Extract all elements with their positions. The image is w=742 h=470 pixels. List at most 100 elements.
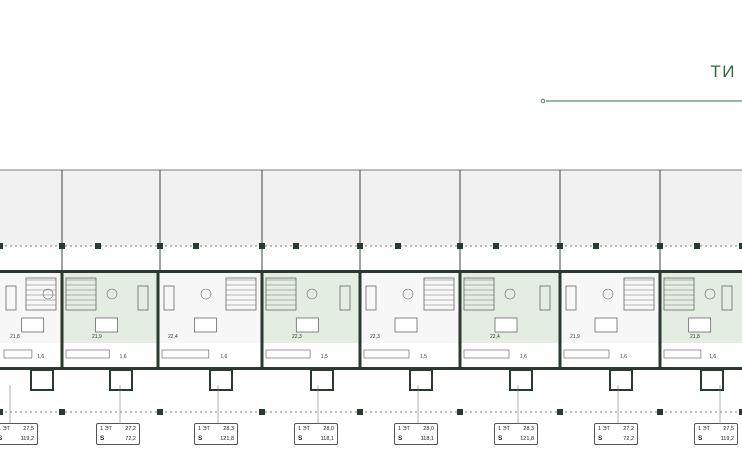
dining-table: [394, 317, 418, 333]
front-post: [0, 409, 3, 415]
stair: [463, 277, 495, 311]
room-area-bath: 1,6: [120, 354, 127, 360]
living-room: [62, 273, 158, 343]
fence-post: [157, 243, 163, 249]
room-area-living: 21,8: [10, 334, 20, 340]
dining-table: [594, 317, 618, 333]
party-wall: [458, 270, 462, 370]
page-title: ТИ: [710, 62, 736, 81]
room-area-living: 21,9: [570, 334, 580, 340]
sofa: [339, 285, 351, 311]
floor-label: 1 ЭТ: [698, 426, 710, 432]
fence-post: [657, 243, 663, 249]
plant: [42, 288, 54, 300]
party-wall: [156, 270, 160, 370]
front-post: [59, 409, 65, 415]
stair: [265, 277, 297, 311]
total-area: 72,2: [623, 436, 634, 442]
party-wall: [60, 270, 64, 370]
kitchen-counter: [463, 349, 510, 359]
stair: [663, 277, 695, 311]
living-room: [560, 273, 660, 343]
plant: [504, 288, 516, 300]
floor-area: 27,5: [723, 426, 734, 432]
vestibule: [409, 369, 433, 391]
accent-dot: [540, 98, 546, 104]
plant: [704, 288, 716, 300]
fence-post: [694, 243, 700, 249]
total-area: 118,1: [420, 436, 434, 442]
vestibule: [509, 369, 533, 391]
floor-label: 1 ЭТ: [0, 426, 10, 432]
plant: [402, 288, 414, 300]
stair: [423, 277, 455, 311]
total-label: S: [498, 435, 503, 442]
fence-post: [193, 243, 199, 249]
front-post: [557, 409, 563, 415]
party-wall: [558, 270, 562, 370]
total-area: 121,8: [520, 436, 534, 442]
kitchen-counter: [265, 349, 311, 359]
kitchen-counter: [563, 349, 610, 359]
floor-area: 27,2: [623, 426, 634, 432]
dining-table: [21, 317, 45, 333]
living-room: [158, 273, 262, 343]
floor-label: 1 ЭТ: [498, 426, 510, 432]
floor-area: 28,3: [523, 426, 534, 432]
stair: [623, 277, 655, 311]
party-wall: [260, 270, 264, 370]
vestibule: [109, 369, 133, 391]
total-area: 72,2: [125, 436, 136, 442]
sofa: [137, 285, 149, 311]
floor-label: 1 ЭТ: [398, 426, 410, 432]
party-wall: [358, 270, 362, 370]
fence-post: [457, 243, 463, 249]
front-post: [157, 409, 163, 415]
total-label: S: [100, 435, 105, 442]
dining-table: [688, 317, 712, 333]
room-area-bath: 1,6: [37, 354, 44, 360]
dining-table: [494, 317, 518, 333]
room-area-bath: 1,6: [709, 354, 716, 360]
plant: [602, 288, 614, 300]
plant: [106, 288, 118, 300]
room-area-bath: 1,6: [520, 354, 527, 360]
unit-area-label: 1 ЭТ 27,5S 119,2: [0, 423, 38, 445]
vestibule: [700, 369, 724, 391]
dining-table: [194, 317, 217, 333]
front-post: [739, 409, 742, 415]
kitchen-counter: [161, 349, 210, 359]
vestibule: [30, 369, 54, 391]
stair: [25, 277, 57, 311]
front-post: [357, 409, 363, 415]
fence-post: [557, 243, 563, 249]
party-wall: [658, 270, 662, 370]
room-area-living: 22,4: [490, 334, 500, 340]
room-area-living: 21,8: [690, 334, 700, 340]
sofa: [721, 285, 733, 311]
fence-post: [293, 243, 299, 249]
plant: [306, 288, 318, 300]
front-post: [657, 409, 663, 415]
kitchen-counter: [663, 349, 702, 359]
stair: [225, 277, 257, 311]
sofa: [163, 285, 175, 311]
living-room: [0, 273, 62, 343]
fence-post: [593, 243, 599, 249]
front-post: [259, 409, 265, 415]
total-area: 119,2: [20, 436, 34, 442]
total-label: S: [0, 435, 3, 442]
total-area: 118,1: [320, 436, 334, 442]
floor-label: 1 ЭТ: [198, 426, 210, 432]
floor-area: 28,0: [323, 426, 334, 432]
fence-post: [395, 243, 401, 249]
floor-area: 27,2: [125, 426, 136, 432]
floor-label: 1 ЭТ: [298, 426, 310, 432]
vestibule: [609, 369, 633, 391]
floor-area: 27,5: [23, 426, 34, 432]
